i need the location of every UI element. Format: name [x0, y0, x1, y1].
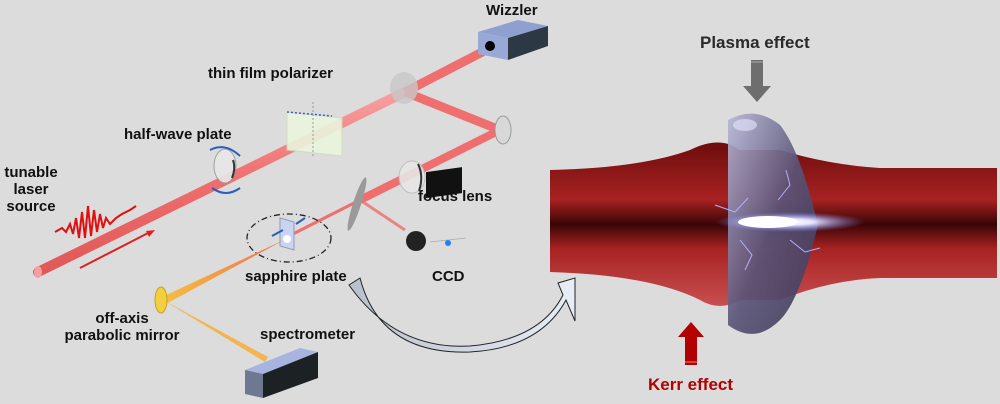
beam-splitter-icon — [347, 177, 367, 231]
transition-curved-arrow — [348, 277, 576, 353]
focus-lens-icon — [398, 160, 426, 194]
half-wave-plate-label: half-wave plate — [124, 126, 232, 143]
supercontinuum-to-spectrometer — [163, 300, 268, 362]
off-axis-mirror-label: off-axis parabolic mirror — [58, 310, 186, 344]
half-wave-plate-icon — [209, 146, 241, 194]
ccd-label: CCD — [432, 268, 465, 285]
wizzler-device — [478, 20, 548, 60]
spectrometer-device — [245, 348, 318, 398]
sapphire-plate-label: sapphire plate — [245, 268, 347, 285]
laser-pulse-icon — [54, 205, 137, 239]
off-axis-mirror-icon — [154, 286, 168, 314]
off-axis-mirror-line1: off-axis — [95, 310, 149, 327]
spectrometer-label: spectrometer — [260, 326, 356, 343]
tunable-laser-source-label: tunable laser source — [2, 164, 60, 215]
off-axis-mirror-line2: parabolic mirror — [64, 327, 180, 344]
tunable-laser-source-line3: source — [6, 198, 56, 215]
kerr-effect-label: Kerr effect — [648, 375, 734, 394]
mirror-1-icon — [390, 72, 418, 104]
focus-lens-label: focus lens — [418, 188, 493, 205]
tunable-laser-source-line2: laser — [13, 181, 49, 198]
sapphire-plate-icon — [246, 213, 332, 263]
plasma-effect-arrow — [743, 60, 771, 102]
supercontinuum-beam — [162, 240, 284, 305]
kerr-effect-arrow — [678, 322, 704, 365]
filament-illustration — [550, 113, 997, 334]
tunable-laser-source-line1: tunable — [4, 164, 58, 181]
thin-film-polarizer-icon — [286, 102, 343, 157]
wizzler-label: Wizzler — [486, 2, 538, 19]
thin-film-polarizer-label: thin film polarizer — [208, 65, 334, 82]
plasma-effect-label: Plasma effect — [700, 33, 810, 52]
beam-direction-arrow — [79, 230, 155, 269]
mirror-2-icon — [494, 115, 512, 145]
beam-end — [34, 266, 42, 278]
ccd-camera-icon — [406, 167, 467, 251]
